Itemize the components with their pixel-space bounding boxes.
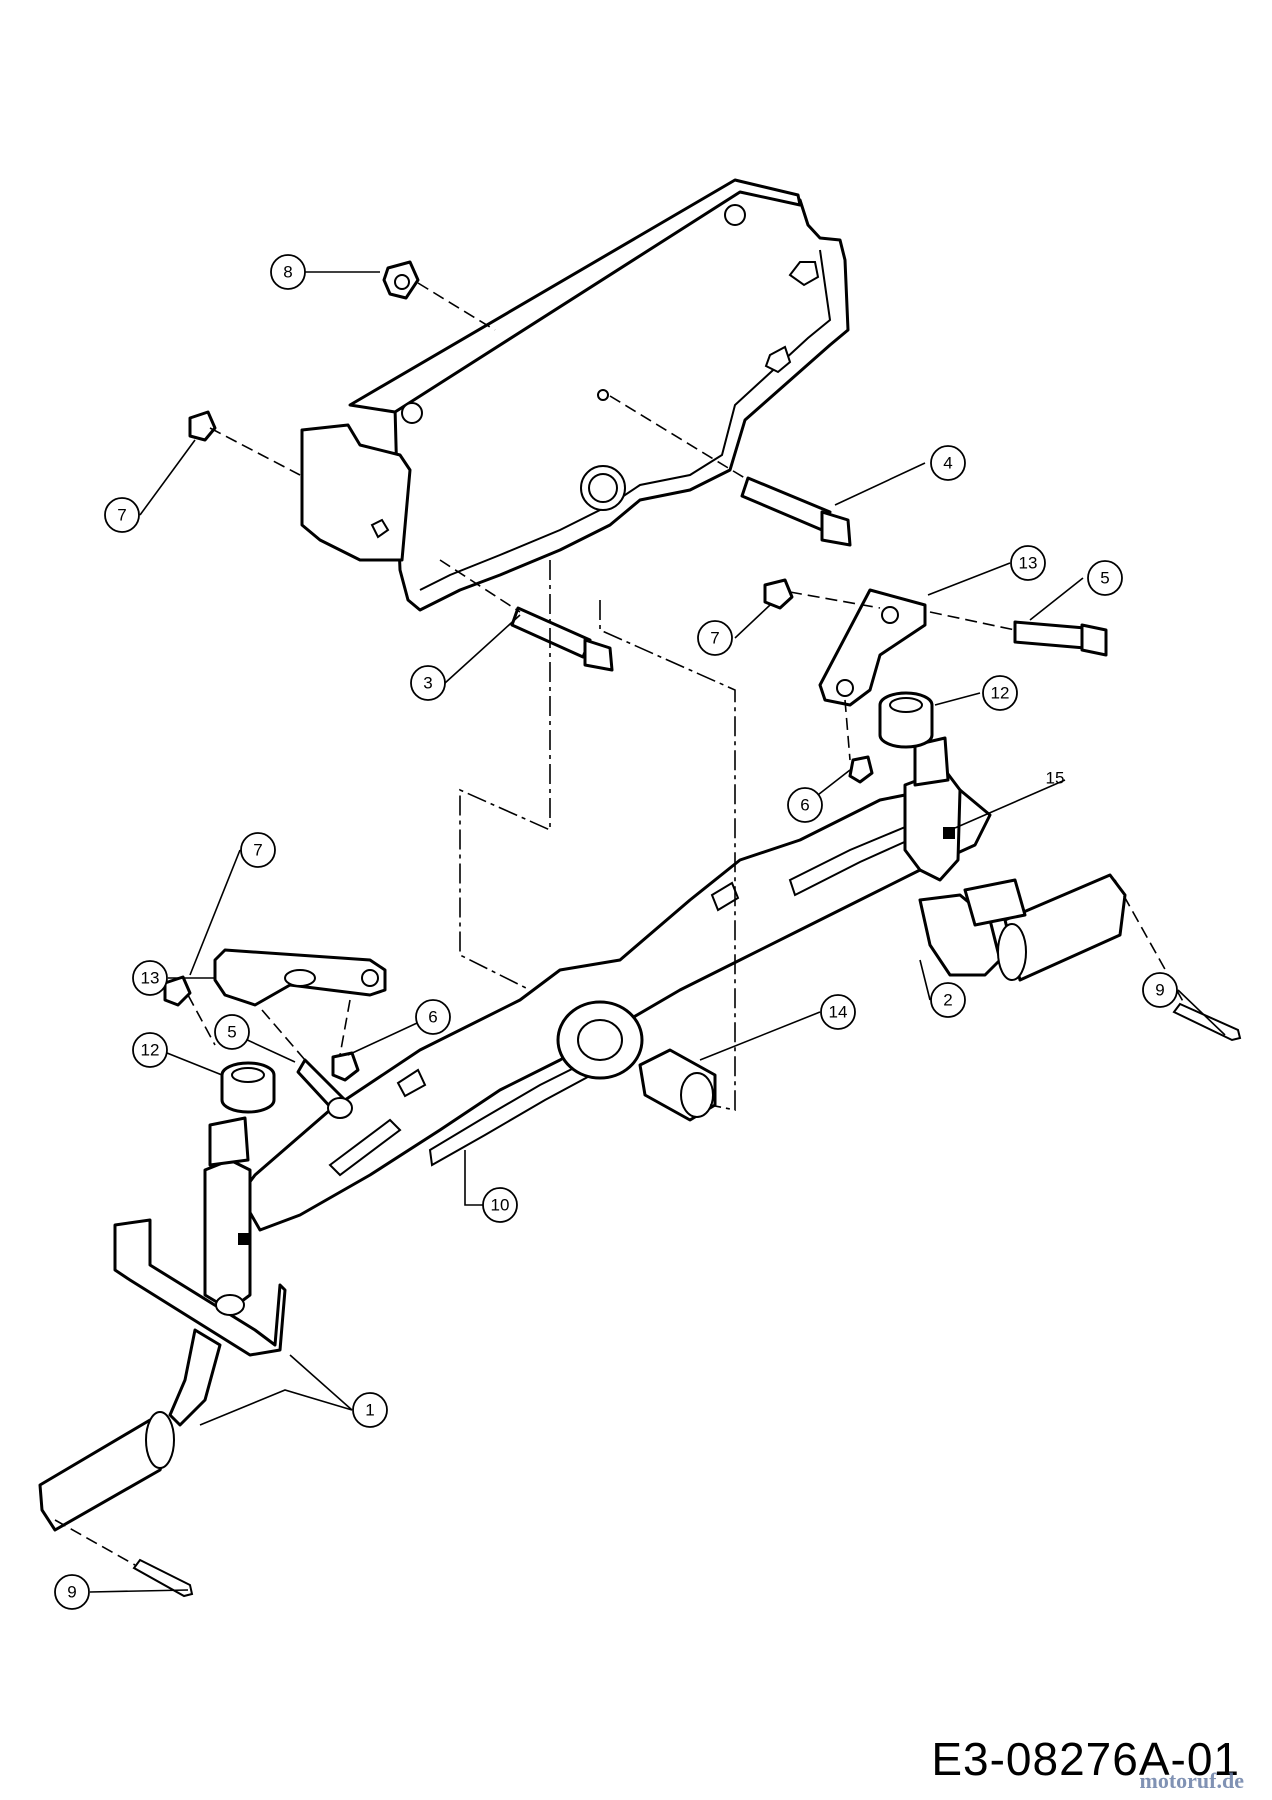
bolt-5-right xyxy=(1013,620,1108,657)
callout-8: 8 xyxy=(270,254,306,290)
right-spindle xyxy=(903,736,1127,982)
callout-5: 5 xyxy=(214,1014,250,1050)
svg-text:13: 13 xyxy=(1019,554,1038,573)
callout-7: 7 xyxy=(104,497,140,533)
svg-text:14: 14 xyxy=(829,1003,848,1022)
callout-6: 6 xyxy=(787,787,823,823)
svg-text:8: 8 xyxy=(283,263,292,282)
mounting-bracket xyxy=(300,178,850,612)
callout-13: 13 xyxy=(132,960,168,996)
callout-5: 5 xyxy=(1087,560,1123,596)
drawing-code: E3-08276A-01 xyxy=(931,1733,1240,1785)
svg-text:13: 13 xyxy=(141,969,160,988)
svg-text:4: 4 xyxy=(943,454,952,473)
callout-12: 12 xyxy=(982,675,1018,711)
svg-text:9: 9 xyxy=(67,1583,76,1602)
callout-6: 6 xyxy=(415,999,451,1035)
callout-2: 2 xyxy=(930,982,966,1018)
svg-text:6: 6 xyxy=(428,1008,437,1027)
callout-9: 9 xyxy=(1142,972,1178,1008)
spacer-14 xyxy=(638,1048,717,1122)
bushing-left xyxy=(220,1061,276,1114)
callout-14: 14 xyxy=(820,994,856,1030)
bushing-right xyxy=(878,691,934,749)
assembly-lines xyxy=(54,282,1186,1566)
nuts xyxy=(163,260,874,1082)
callout-7: 7 xyxy=(697,620,733,656)
tie-rod-arm-left xyxy=(213,948,387,1007)
left-spindle xyxy=(38,1116,287,1532)
callout-13: 13 xyxy=(1010,545,1046,581)
svg-text:1: 1 xyxy=(365,1401,374,1420)
watermark-logo: motoruf.de xyxy=(1139,1768,1244,1793)
callout-9: 9 xyxy=(54,1574,90,1610)
callout-7: 7 xyxy=(240,832,276,868)
callout-10: 10 xyxy=(482,1187,518,1223)
callout-1: 1 xyxy=(352,1392,388,1428)
callout-15: 15 xyxy=(1046,769,1065,788)
svg-text:7: 7 xyxy=(253,841,262,860)
svg-text:5: 5 xyxy=(1100,569,1109,588)
svg-text:10: 10 xyxy=(491,1196,510,1215)
callout-4: 4 xyxy=(930,445,966,481)
svg-text:7: 7 xyxy=(710,629,719,648)
front-axle-beam xyxy=(238,788,992,1232)
bolt-5-left xyxy=(296,1058,353,1119)
svg-text:9: 9 xyxy=(1155,981,1164,1000)
callout-3: 3 xyxy=(410,665,446,701)
svg-text:12: 12 xyxy=(141,1041,160,1060)
svg-text:2: 2 xyxy=(943,991,952,1010)
bolt-3 xyxy=(510,606,614,672)
svg-text:3: 3 xyxy=(423,674,432,693)
callout-12: 12 xyxy=(132,1032,168,1068)
cotter-pins xyxy=(132,1002,1242,1598)
svg-text:6: 6 xyxy=(800,796,809,815)
svg-text:7: 7 xyxy=(117,506,126,525)
callouts: 8 7 4 13 5 7 3 12 6 15 7 13 9 2 6 14 5 1… xyxy=(54,254,1226,1610)
svg-text:5: 5 xyxy=(227,1023,236,1042)
svg-text:12: 12 xyxy=(991,684,1010,703)
tie-rod-arm-right xyxy=(818,588,927,707)
bolt-4 xyxy=(740,476,852,547)
